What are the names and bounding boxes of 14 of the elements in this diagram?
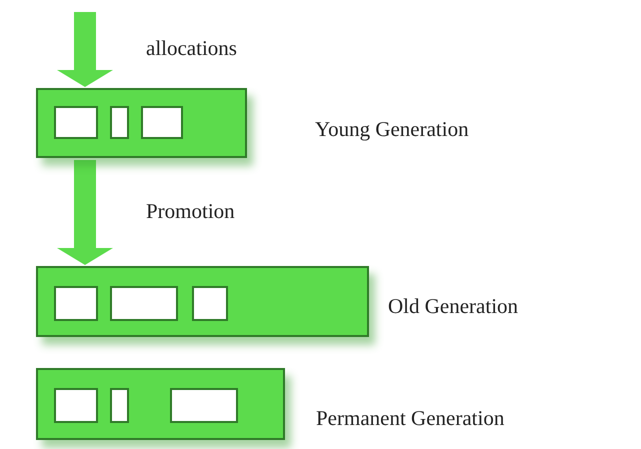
memory-slot	[110, 106, 129, 139]
memory-slot	[54, 388, 98, 423]
block-arrow	[57, 160, 113, 265]
memory-bar	[36, 368, 285, 440]
memory-bar	[36, 88, 247, 158]
memory-slot	[141, 106, 183, 139]
memory-slot	[110, 388, 129, 423]
memory-slot	[192, 286, 228, 321]
memory-slot	[110, 286, 178, 321]
memory-slot	[170, 388, 238, 423]
memory-slot	[54, 286, 98, 321]
memory-bar	[36, 266, 369, 337]
memory-slot	[54, 106, 98, 139]
block-arrow	[57, 12, 113, 87]
